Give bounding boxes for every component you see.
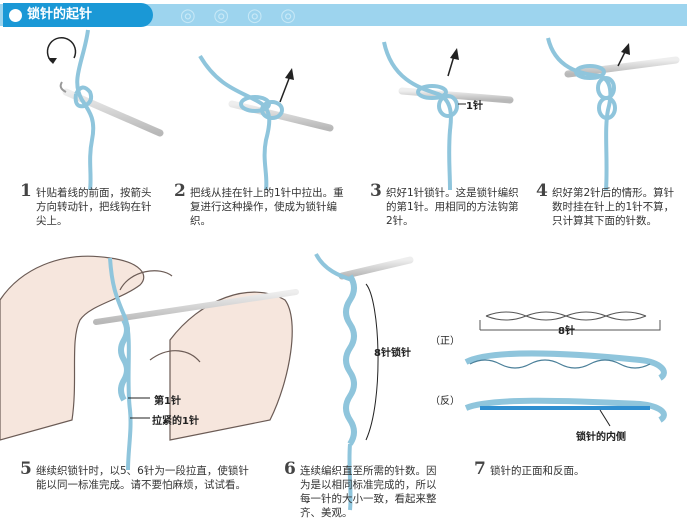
label-front: （正） <box>430 336 460 347</box>
section-title: 锁针的起针 <box>3 3 153 27</box>
label-back: （反） <box>430 396 460 407</box>
bullet-icon <box>9 9 22 22</box>
rotate-arrow-icon <box>46 36 77 63</box>
step-number: 2 <box>174 181 186 201</box>
step-text: 锁针的正面和反面。 <box>490 465 585 477</box>
step-2: 2 把线从挂在针上的1针中拉出。重复进行这种操作，使成为锁针编织。 <box>174 181 354 228</box>
label-inner: 锁针的内侧 <box>576 432 626 443</box>
watermark: ◎ ◎ ◎ ◎ <box>180 5 302 26</box>
step-text: 连续编织直至所需的针数。因为是以相同标准完成的，所以每一针的大小一致，看起来整齐… <box>300 465 437 519</box>
figure-step-3 <box>382 41 514 191</box>
figure-step-6 <box>314 253 414 511</box>
label-one-stitch: 1针 <box>466 101 483 112</box>
up-arrow-icon <box>447 55 455 77</box>
step-number: 6 <box>284 459 296 479</box>
label-first-stitch: 第1针 <box>154 396 181 407</box>
step-number: 3 <box>370 181 382 201</box>
step-number: 5 <box>20 459 32 479</box>
header-band <box>0 4 687 26</box>
label-eight-stitches: 8针锁针 <box>374 348 411 359</box>
step-6: 6 连续编织直至所需的针数。因为是以相同标准完成的，所以每一针的大小一致，看起来… <box>284 459 444 520</box>
step-7: 7 锁针的正面和反面。 <box>474 459 674 479</box>
figure-step-4 <box>546 37 680 191</box>
step-text: 织好第2针后的情形。算针数时挂在针上的1针不算，只计算其下面的针数。 <box>552 187 675 227</box>
figure-step-1 <box>46 29 164 191</box>
step-number: 4 <box>536 181 548 201</box>
step-text: 把线从挂在针上的1针中拉出。重复进行这种操作，使成为锁针编织。 <box>190 187 344 227</box>
step-4: 4 织好第2针后的情形。算针数时挂在针上的1针不算，只计算其下面的针数。 <box>536 181 682 228</box>
step-number: 7 <box>474 459 486 479</box>
step-text: 针贴着线的前面，按箭头方向转动针，把线钩在针尖上。 <box>36 187 152 227</box>
step-text: 继续织锁针时，以5、6针为一段拉直，使锁针能以同一标准完成。请不要怕麻烦，试试看… <box>36 465 249 491</box>
step-text: 织好1针锁针。这是锁针编织的第1针。用相同的方法钩第2针。 <box>386 187 519 227</box>
section-title-text: 锁针的起针 <box>27 7 93 22</box>
step-1: 1 针贴着线的前面，按箭头方向转动针，把线钩在针尖上。 <box>20 181 160 228</box>
step-5: 5 继续织锁针时，以5、6针为一段拉直，使锁针能以同一标准完成。请不要怕麻烦，试… <box>20 459 250 492</box>
figure-step-2 <box>198 54 334 191</box>
label-pull-tight: 拉紧的1针 <box>152 416 199 427</box>
step-number: 1 <box>20 181 32 201</box>
up-arrow-icon <box>279 75 291 103</box>
section-header: 锁针的起针 <box>0 0 687 28</box>
figure-step-5 <box>0 255 299 471</box>
figure-step-7 <box>464 311 667 427</box>
label-eight: 8针 <box>558 326 575 337</box>
step-3: 3 织好1针锁针。这是锁针编织的第1针。用相同的方法钩第2针。 <box>370 181 522 228</box>
